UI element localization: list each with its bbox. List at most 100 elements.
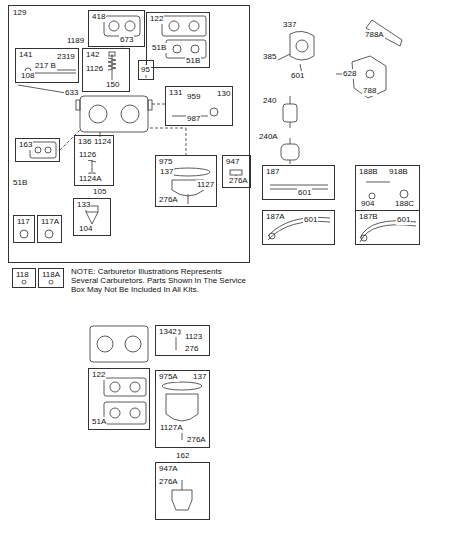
fuel-pump — [278, 54, 290, 60]
part-box: 133104 — [73, 198, 111, 236]
idle-screw — [109, 52, 115, 56]
callout-number: 150 — [105, 80, 120, 90]
callout-number: 51B — [151, 43, 167, 53]
gasket — [162, 16, 206, 58]
part-box: 418673 — [88, 10, 145, 47]
gasket — [130, 408, 140, 418]
fuel-pump — [278, 31, 314, 60]
box-number: 95 — [140, 65, 151, 75]
box-number: 133 — [76, 200, 91, 210]
box-number: 187A — [265, 212, 286, 222]
part-box: 136112411261124A — [74, 135, 114, 186]
bracket — [366, 70, 374, 78]
part-box: 187B 601 — [355, 210, 420, 245]
gasket — [189, 21, 199, 31]
gasket — [130, 382, 140, 392]
box-number: 142 — [85, 50, 100, 60]
gasket — [30, 142, 56, 158]
fuel-line — [361, 235, 367, 241]
carburetor-body — [121, 105, 139, 123]
bracket — [336, 20, 402, 98]
box-number: 163 — [18, 140, 33, 150]
carburetor-body — [90, 326, 148, 362]
gasket — [104, 378, 146, 424]
part-box: 947276A — [222, 155, 251, 188]
seal — [22, 280, 26, 284]
callout-number: 105 — [92, 187, 107, 197]
callout-number: 904 — [360, 199, 375, 209]
fuel-filter — [290, 96, 291, 104]
callout-number: 217 B — [34, 61, 57, 71]
gasket — [125, 21, 135, 31]
float-bowl — [166, 394, 198, 421]
gasket — [169, 21, 179, 31]
box-number: 975 — [158, 157, 173, 167]
fuel-filter — [281, 144, 299, 160]
callout-number: 276A — [158, 195, 179, 205]
part-box: 12941867312251B51B1412319217 B1081421126… — [8, 5, 250, 263]
part-box: 947A276A — [155, 462, 210, 520]
callout-number: 959 — [186, 92, 201, 102]
part-box: 12251B51B — [146, 12, 210, 68]
callout-number: 276A — [186, 435, 207, 445]
fuel-pump — [290, 31, 314, 60]
leader-dashed — [186, 128, 187, 155]
box-number: 975A — [158, 372, 179, 382]
box-number: 141 — [18, 50, 33, 60]
part-box: 95 — [138, 60, 154, 80]
fuel-filter — [290, 138, 291, 144]
box-number: 118 — [15, 270, 30, 280]
seal — [20, 230, 28, 238]
part-box: 118A — [38, 268, 64, 288]
callout-number: 137 — [192, 372, 207, 382]
box-number: 117A — [40, 217, 60, 227]
carburetor-body — [97, 336, 113, 352]
callout-number: 137 — [159, 167, 174, 177]
part-box: 131959130987 — [165, 86, 233, 126]
carburetor-body — [148, 100, 152, 110]
callout-number: 673 — [119, 35, 134, 45]
box-number: 187B — [358, 212, 379, 222]
part-box: 163 — [15, 138, 60, 162]
callout-number: 987 — [186, 114, 201, 124]
callout-number: 918B — [388, 167, 409, 177]
box-number: 136 — [77, 137, 92, 147]
note-text: NOTE: Carburetor Illustrations Represent… — [70, 267, 252, 294]
part-box: 142 1126150 — [82, 48, 130, 92]
callout-number: 51B — [12, 178, 28, 188]
parts-illustration — [18, 16, 416, 510]
leader-dashed — [152, 104, 165, 105]
box-number: 1342 — [158, 327, 178, 337]
throttle-shaft — [34, 73, 76, 74]
carburetor-body — [89, 105, 107, 123]
callout-number: 1126 — [85, 64, 104, 74]
part-box: 9751371127276A — [155, 155, 217, 207]
callout-number: 188C — [394, 199, 415, 209]
callout-number: 1124A — [78, 174, 103, 184]
callout-number: 385 — [262, 52, 277, 62]
gasket — [35, 147, 41, 153]
fuel-line — [268, 182, 416, 242]
gasket — [104, 402, 146, 424]
carburetor-body — [76, 100, 80, 110]
callout-number: 240 — [262, 96, 277, 106]
bowl-nut — [172, 490, 192, 510]
callout-number: 51B — [185, 56, 201, 66]
callout-number: 788A — [364, 30, 385, 40]
callout-number: 788 — [362, 86, 377, 96]
box-number: 118A — [41, 270, 61, 280]
callout-number: 1189 — [66, 36, 85, 46]
gasket — [110, 408, 120, 418]
callout-number: 1124 — [93, 137, 112, 147]
callout-number: 130 — [216, 89, 231, 99]
callout-number: 601 — [297, 188, 312, 198]
part-box: 118 — [12, 268, 36, 288]
gasket — [162, 16, 206, 36]
fuel-filter — [281, 96, 299, 164]
callout-number: 601 — [396, 215, 411, 225]
bowl-nut — [230, 170, 242, 175]
fuel-line — [268, 221, 330, 240]
leader-dashed — [60, 104, 186, 155]
callout-number: 162 — [175, 451, 190, 461]
part-box: 1412319217 B108 — [15, 48, 79, 83]
